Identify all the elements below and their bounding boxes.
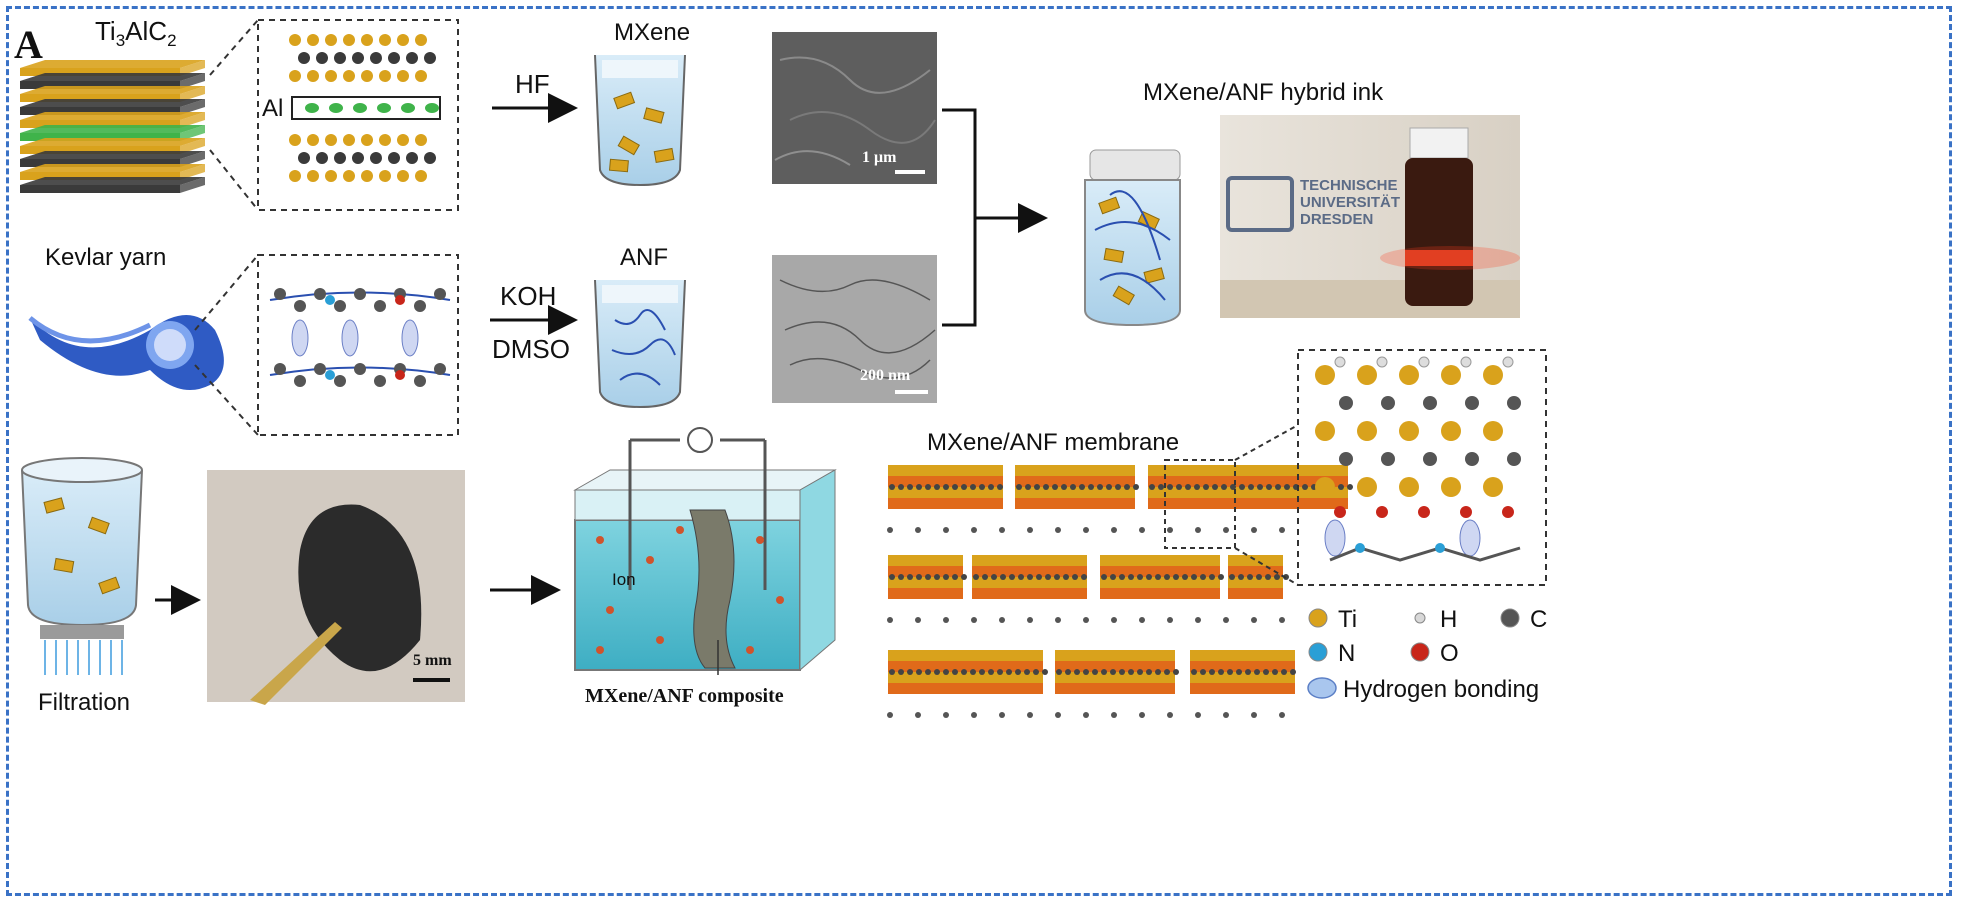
atom-legend: Ti H C N O	[1308, 606, 1547, 667]
ion-label: Ion	[612, 570, 636, 589]
hybrid-ink-vial	[1084, 149, 1181, 327]
ti3alc2-stack: Ti3AlC2	[20, 16, 205, 193]
crystal-structure-bottom	[289, 134, 436, 182]
kevlar-label: Kevlar yarn	[45, 244, 166, 271]
hybrid-ink-label: MXene/ANF hybrid ink	[1143, 79, 1384, 106]
legend-o-icon	[1410, 642, 1430, 662]
hybrid-ink-photo: TECHNISCHE UNIVERSITÄT DRESDEN	[1220, 115, 1520, 318]
membrane-label: MXene/ANF membrane	[927, 429, 1179, 456]
panel-label: A	[14, 22, 43, 67]
anf-beaker	[594, 279, 686, 409]
legend-ti-label: Ti	[1338, 606, 1357, 633]
membrane-layers	[887, 465, 1353, 718]
filtration-label: Filtration	[38, 689, 130, 716]
electrochemical-cell: Ion	[573, 427, 837, 672]
ammeter-icon	[687, 427, 713, 453]
koh-label: KOH	[500, 281, 556, 311]
kevlar-yarn	[28, 315, 224, 390]
sem-scale-label: 1 μm	[862, 149, 897, 166]
hbond-zoom-box	[1297, 349, 1547, 586]
zoom-box-kevlar	[257, 254, 459, 436]
al-atoms	[305, 103, 439, 113]
legend-ti-icon	[1308, 608, 1328, 628]
legend-c-label: C	[1530, 606, 1547, 633]
legend-n-label: N	[1338, 640, 1355, 667]
photo-text-line1: TECHNISCHE	[1300, 177, 1398, 194]
legend-n-icon	[1308, 642, 1328, 662]
anf-label: ANF	[620, 244, 668, 271]
membrane-photo: 5 mm	[207, 470, 465, 705]
sem-image: 1 μm	[772, 32, 937, 184]
figure-border	[6, 6, 1952, 896]
photo-text-line3: DRESDEN	[1300, 211, 1373, 228]
tu-logo	[1226, 176, 1294, 232]
al-layer-box	[291, 96, 441, 120]
photo-scale-label: 5 mm	[413, 652, 452, 669]
legend-c-icon	[1500, 608, 1520, 628]
al-label: Al	[262, 95, 283, 122]
legend-o-label: O	[1440, 640, 1459, 667]
mxene-beaker	[594, 54, 686, 187]
ti3alc2-label: Ti3AlC2	[95, 16, 177, 50]
mxene-label: MXene	[614, 19, 690, 46]
merge-bracket	[942, 108, 977, 327]
tem-image: 200 nm	[772, 255, 937, 403]
hbond-structure	[1315, 356, 1521, 562]
hbond-legend-label: Hydrogen bonding	[1343, 676, 1539, 703]
legend-h-label: H	[1440, 606, 1457, 633]
membrane-zoom-box	[1164, 459, 1236, 549]
hf-label: HF	[515, 69, 550, 99]
composite-label: MXene/ANF composite	[585, 685, 784, 707]
zoom-box-ti3alc2	[257, 19, 459, 211]
tem-scale-label: 200 nm	[860, 367, 911, 384]
filtration-apparatus	[21, 457, 143, 675]
photo-text-line2: UNIVERSITÄT	[1300, 194, 1400, 211]
dmso-label: DMSO	[492, 334, 570, 364]
legend-h-icon	[1414, 612, 1426, 624]
hbond-legend-icon	[1307, 677, 1337, 699]
anf-molecule	[269, 288, 451, 387]
crystal-structure-top	[289, 34, 436, 82]
